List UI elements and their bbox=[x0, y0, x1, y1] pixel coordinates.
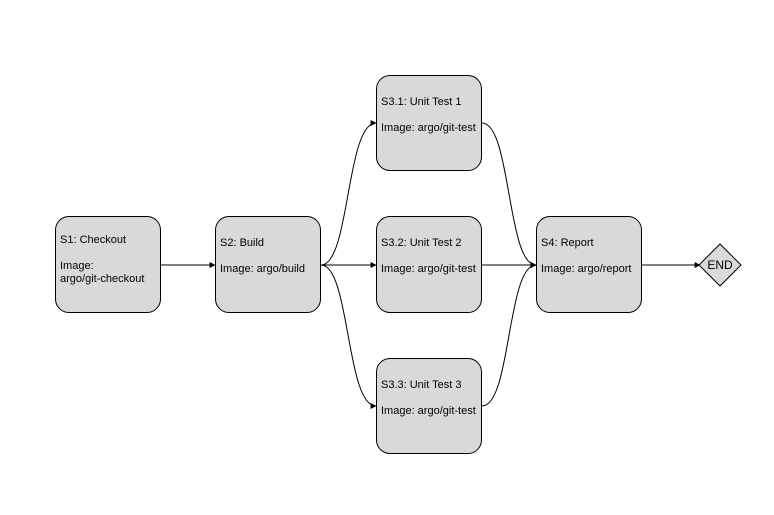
node-s2-image: Image: argo/build bbox=[220, 263, 305, 275]
node-s4-image: Image: argo/report bbox=[541, 263, 632, 275]
node-s33-image: Image: argo/git-test bbox=[381, 405, 476, 417]
node-s31-unit-test-1: S3.1: Unit Test 1 Image: argo/git-test bbox=[376, 75, 482, 171]
end-node-label: END bbox=[707, 258, 733, 272]
node-s2-build: S2: Build Image: argo/build bbox=[215, 216, 321, 313]
node-s1-image-label: Image: bbox=[60, 260, 94, 272]
node-s32-image: Image: argo/git-test bbox=[381, 263, 476, 275]
node-s31-image: Image: argo/git-test bbox=[381, 122, 476, 134]
edge-s33-s4 bbox=[481, 262, 537, 407]
end-diamond bbox=[698, 243, 742, 287]
edge-s2-s31 bbox=[320, 120, 377, 266]
node-s1-title: S1: Checkout bbox=[60, 234, 127, 246]
node-s32-unit-test-2: S3.2: Unit Test 2 Image: argo/git-test bbox=[376, 216, 482, 313]
node-s4-report: S4: Report Image: argo/report bbox=[536, 216, 642, 313]
node-s31-title: S3.1: Unit Test 1 bbox=[381, 96, 462, 108]
node-s33-unit-test-3: S3.3: Unit Test 3 Image: argo/git-test bbox=[376, 358, 482, 454]
node-s32-title: S3.2: Unit Test 2 bbox=[381, 237, 462, 249]
node-s2-title: S2: Build bbox=[220, 237, 265, 249]
node-s4-title: S4: Report bbox=[541, 237, 594, 249]
edge-s31-s4 bbox=[481, 122, 537, 268]
node-s1-image-value: argo/git-checkout bbox=[60, 273, 145, 285]
edge-s2-s33 bbox=[320, 264, 377, 409]
node-s33-title: S3.3: Unit Test 3 bbox=[381, 379, 462, 391]
node-s1-checkout: S1: Checkout Image: argo/git-checkout bbox=[55, 216, 161, 313]
